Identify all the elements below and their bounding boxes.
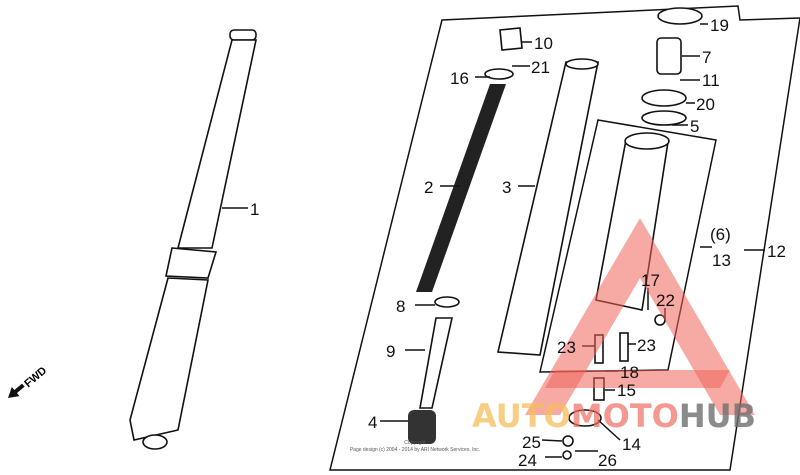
watermark-logo <box>525 218 755 415</box>
watermark-hub: HUB <box>678 397 757 435</box>
callout-8: 8 <box>396 297 405 316</box>
washer-5 <box>641 110 687 126</box>
watermark-text: AUTOMOTOHUB <box>472 400 756 432</box>
callout-18: 18 <box>620 363 639 382</box>
callout-23b: 23 <box>637 336 656 355</box>
callout-19: 19 <box>710 16 729 35</box>
callout-20: 20 <box>696 95 715 114</box>
callout-labels: 1 2 3 4 5 (6) 7 8 9 10 11 12 13 14 15 16… <box>250 16 786 470</box>
copyright-notice: Copyright Page design (c) 2004 - 2014 by… <box>300 440 530 454</box>
bolt-10 <box>499 27 523 51</box>
callout-5: 5 <box>690 117 699 136</box>
watermark-moto: MOTO <box>570 397 679 435</box>
fwd-label: FWD <box>22 365 49 390</box>
callout-3: 3 <box>502 178 511 197</box>
callout-1: 1 <box>250 200 259 219</box>
washer-25 <box>562 435 574 447</box>
callout-12: 12 <box>767 242 786 261</box>
fork-assembly-1 <box>129 29 257 450</box>
spacer-7 <box>656 37 682 75</box>
callout-23a: 23 <box>557 338 576 357</box>
callout-26: 26 <box>598 451 617 470</box>
callout-2: 2 <box>424 178 433 197</box>
callout-7: 7 <box>702 48 711 67</box>
callout-17: 17 <box>641 271 660 290</box>
rebound-spring-4 <box>408 410 436 444</box>
callout-9: 9 <box>386 342 395 361</box>
callout-24: 24 <box>518 451 537 470</box>
nut-24 <box>562 450 572 460</box>
callout-11: 11 <box>702 71 720 90</box>
callout-14: 14 <box>622 435 641 454</box>
callout-16: 16 <box>450 69 469 88</box>
callout-10: 10 <box>534 34 553 53</box>
copyright-line2: Page design (c) 2004 - 2014 by ARI Netwo… <box>349 447 481 453</box>
axle-holder-14 <box>568 409 602 427</box>
forward-arrow-icon: FWD <box>8 365 49 398</box>
damper-rod-9 <box>419 317 453 409</box>
callout-13: 13 <box>712 251 731 270</box>
oil-seal-20 <box>641 89 687 107</box>
callout-6: (6) <box>710 225 731 244</box>
callout-22: 22 <box>656 291 675 310</box>
copyright-line1: Copyright <box>404 440 426 446</box>
bolt-23b <box>619 332 629 362</box>
callout-4: 4 <box>368 413 377 432</box>
callout-21: 21 <box>531 58 550 77</box>
assembly-12-outline <box>329 5 800 471</box>
fork-pipe-3 <box>497 58 599 356</box>
ring-8 <box>434 296 460 308</box>
callout-15: 15 <box>617 381 636 400</box>
callout-25: 25 <box>522 433 541 452</box>
dust-seal-19 <box>657 7 703 25</box>
watermark-auto: AUTO <box>472 397 571 435</box>
fork-spring-2 <box>416 68 514 292</box>
